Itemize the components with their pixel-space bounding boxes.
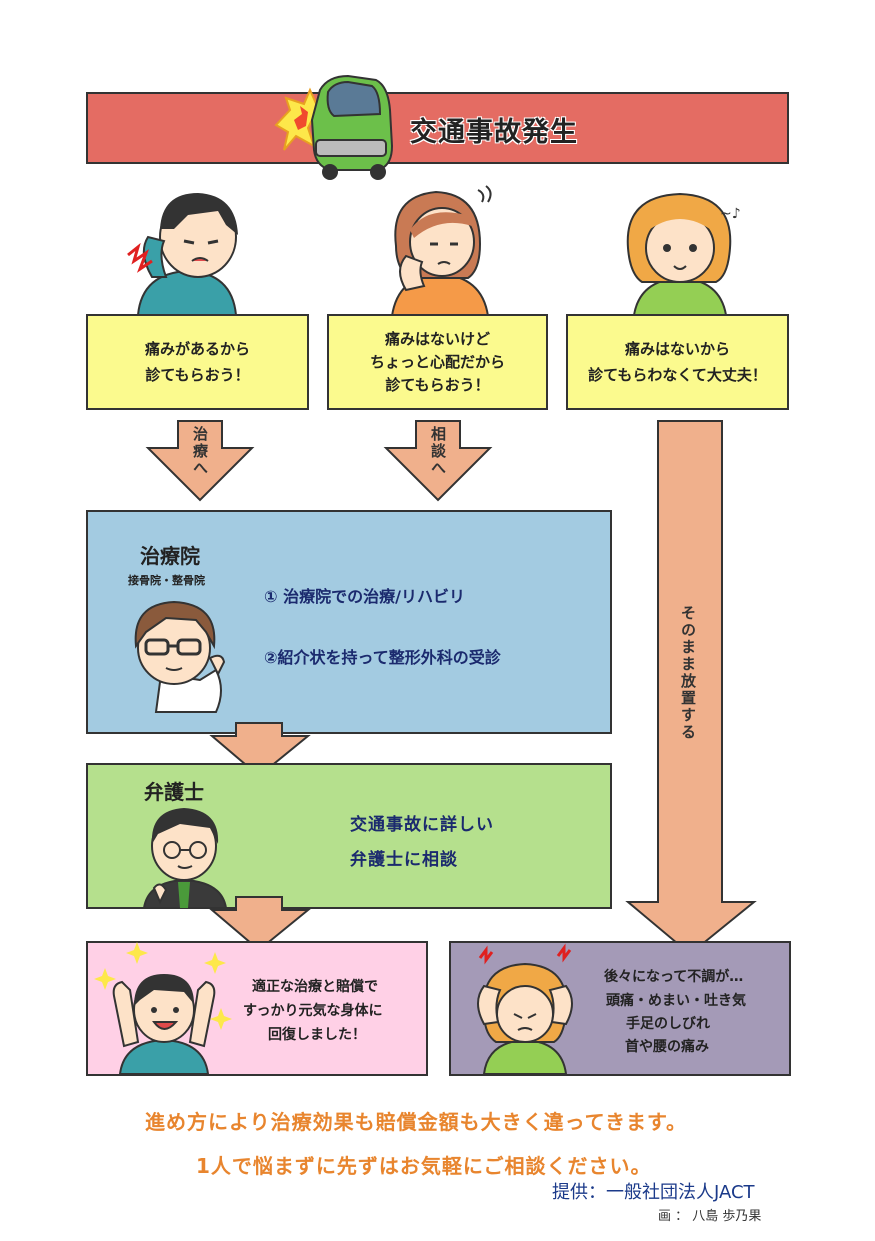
bad-result-line-4: 首や腰の痛み [625, 1039, 709, 1055]
bad-result-line-1: 後々になって不調が… [604, 969, 744, 985]
footer-message-1: 進め方により治療効果も賠償金額も大きく違ってきます。 [145, 1110, 687, 1134]
arrow-consult [383, 420, 493, 502]
lawyer-line-1: 交通事故に詳しい [350, 815, 494, 835]
case-box-no-pain: 痛みはないから 診てもらわなくて大丈夫！ [566, 314, 789, 410]
bad-result-line-3: 手足のしびれ [626, 1016, 710, 1032]
footer-message-2: 1人で悩まずに先ずはお気軽にご相談ください。 [196, 1154, 652, 1178]
footer-credit: 提供：一般社団法人JACT [552, 1182, 755, 1203]
lawyer-icon [142, 808, 228, 909]
headache-woman-icon [477, 943, 573, 1075]
clinic-item-1: ① 治療院での治療/リハビリ [264, 587, 465, 606]
arrow-treatment [145, 420, 255, 502]
lawyer-line-2: 弁護士に相談 [350, 850, 458, 870]
good-result-line-1: 適正な治療と賠償で [252, 979, 378, 995]
case-worried-line3: 診てもらおう！ [385, 375, 490, 394]
arrow-consult-label: 相談へ [429, 426, 447, 477]
page-title: 交通事故発生 [410, 117, 578, 148]
good-result-line-3: 回復しました！ [268, 1027, 366, 1043]
happy-man-icon [94, 942, 232, 1075]
crashed-car-icon [274, 74, 394, 180]
case-worried-line2: ちょっと心配だから [369, 352, 505, 371]
case-no-pain-line2: 診てもらわなくて大丈夫！ [588, 366, 767, 384]
lawyer-title: 弁護士 [144, 780, 204, 804]
case-pain-line1: 痛みがあるから [144, 340, 250, 358]
worried-woman-icon [390, 185, 492, 317]
svg-text:~♪: ~♪ [720, 206, 741, 222]
arrow-lawyer-to-result [209, 896, 311, 952]
bad-result-line-2: 頭痛・めまい・吐き気 [606, 993, 746, 1009]
clinic-subtitle: 接骨院・整骨院 [128, 574, 205, 587]
carefree-woman-icon: ~♪ [626, 192, 741, 316]
injured-man-icon [127, 193, 238, 316]
case-box-pain: 痛みがあるから 診てもらおう！ [86, 314, 309, 410]
arrow-clinic-to-lawyer [209, 722, 311, 778]
arrow-neglect [625, 420, 757, 956]
case-worried-line1: 痛みはないけど [384, 329, 490, 348]
clinic-item-2: ②紹介状を持って整形外科の受診 [264, 648, 501, 667]
clinic-title: 治療院 [140, 544, 200, 568]
good-result-line-2: すっかり元気な身体に [243, 1003, 383, 1019]
clinic-therapist-icon [134, 600, 226, 713]
footer-artist: 画 ： 八島 歩乃果 [658, 1209, 762, 1224]
title-banner [86, 92, 789, 164]
case-box-worried: 痛みはないけど ちょっと心配だから 診てもらおう！ [327, 314, 548, 410]
arrow-neglect-label: そのまま放置する [679, 605, 697, 741]
arrow-treatment-label: 治療へ [191, 426, 209, 477]
case-pain-line2: 診てもらおう！ [145, 366, 250, 384]
case-no-pain-line1: 痛みはないから [624, 340, 730, 358]
